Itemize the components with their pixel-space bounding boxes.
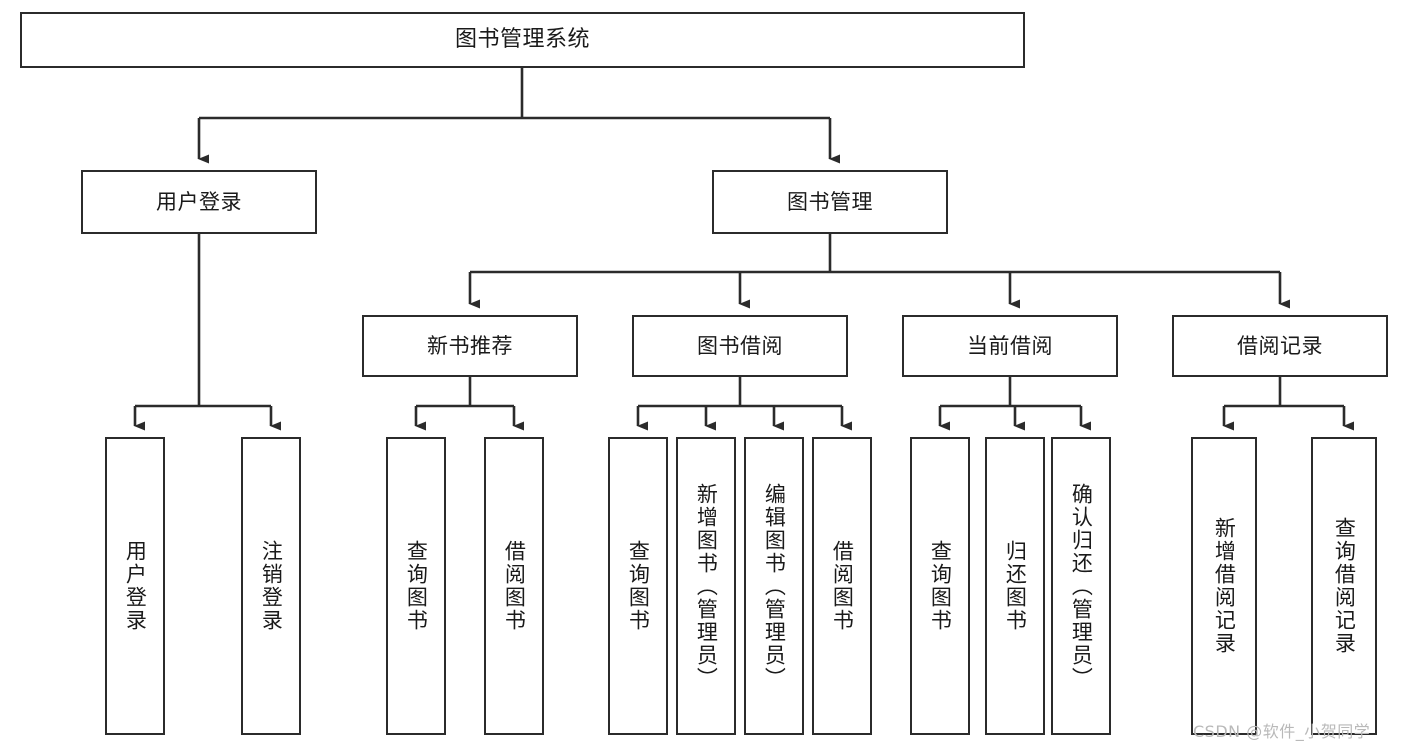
node-leaf-add-borrow-record[interactable]: 新增借阅记录 [1191, 437, 1257, 735]
node-leaf-query-book-current[interactable]: 查询图书 [910, 437, 970, 735]
node-label: 借阅图书 [502, 540, 527, 632]
node-label: 图书管理 [787, 189, 873, 214]
node-label: 新增借阅记录 [1212, 517, 1237, 655]
node-label: 图书管理系统 [454, 27, 590, 53]
node-label: 新书推荐 [427, 333, 513, 358]
node-book-manage[interactable]: 图书管理 [712, 170, 948, 234]
node-leaf-query-book-rec[interactable]: 查询图书 [386, 437, 446, 735]
node-leaf-confirm-return-admin[interactable]: 确认归还（管理员） [1051, 437, 1111, 735]
node-book-borrow[interactable]: 图书借阅 [632, 315, 848, 377]
node-new-book-recommend[interactable]: 新书推荐 [362, 315, 578, 377]
node-leaf-logout[interactable]: 注销登录 [241, 437, 301, 735]
node-label: 借阅记录 [1237, 333, 1323, 358]
node-label: 查询借阅记录 [1332, 517, 1357, 655]
node-label: 注销登录 [259, 540, 284, 632]
node-leaf-user-login[interactable]: 用户登录 [105, 437, 165, 735]
node-label: 借阅图书 [830, 540, 855, 632]
node-label: 查询图书 [404, 540, 429, 632]
node-leaf-query-book-borrow[interactable]: 查询图书 [608, 437, 668, 735]
csdn-watermark: CSDN @软件_小贺同学 [1193, 722, 1371, 741]
node-label: 用户登录 [156, 189, 242, 214]
node-leaf-query-borrow-record[interactable]: 查询借阅记录 [1311, 437, 1377, 735]
node-label: 新增图书（管理员） [694, 482, 719, 690]
node-label: 用户登录 [123, 540, 148, 632]
node-label: 查询图书 [928, 540, 953, 632]
node-label: 确认归还（管理员） [1069, 482, 1094, 690]
node-borrow-records[interactable]: 借阅记录 [1172, 315, 1388, 377]
node-root[interactable]: 图书管理系统 [20, 12, 1025, 68]
node-leaf-borrow-book-rec[interactable]: 借阅图书 [484, 437, 544, 735]
node-label: 归还图书 [1003, 540, 1028, 632]
node-current-borrow[interactable]: 当前借阅 [902, 315, 1118, 377]
node-leaf-borrow-book[interactable]: 借阅图书 [812, 437, 872, 735]
node-label: 查询图书 [626, 540, 651, 632]
node-label: 编辑图书（管理员） [762, 482, 787, 690]
node-user-login[interactable]: 用户登录 [81, 170, 317, 234]
node-leaf-edit-book-admin[interactable]: 编辑图书（管理员） [744, 437, 804, 735]
node-label: 当前借阅 [967, 333, 1053, 358]
node-leaf-return-book[interactable]: 归还图书 [985, 437, 1045, 735]
node-leaf-add-book-admin[interactable]: 新增图书（管理员） [676, 437, 736, 735]
node-label: 图书借阅 [697, 333, 783, 358]
